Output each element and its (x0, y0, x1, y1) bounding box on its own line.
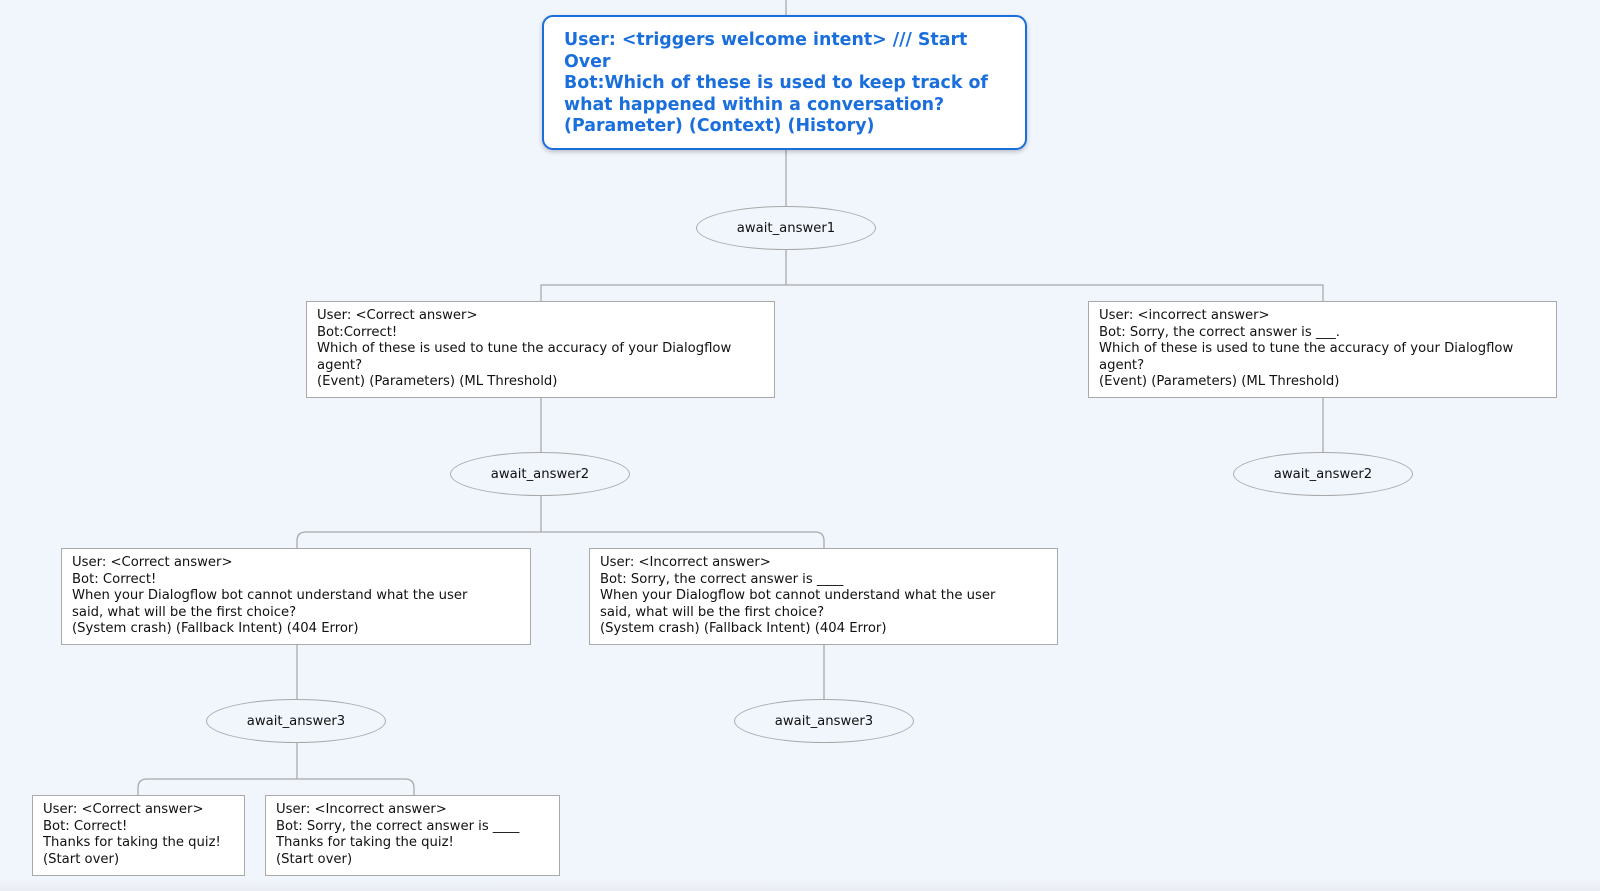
root-line: Over (564, 51, 611, 72)
context-await-answer3-left[interactable]: await_answer3 (206, 699, 386, 743)
level1-correct-node[interactable]: User: <Correct answer> Bot:Correct! Whic… (306, 301, 775, 398)
connector-context3-to-level3 (137, 743, 415, 795)
context-await-answer3-right[interactable]: await_answer3 (734, 699, 914, 743)
node-line: User: <incorrect answer> (1099, 308, 1270, 323)
node-line: (System crash) (Fallback Intent) (404 Er… (600, 621, 887, 636)
node-line: When your Dialogflow bot cannot understa… (600, 588, 996, 603)
node-line: Bot:Correct! (317, 324, 398, 340)
root-line: (Parameter) (Context) (History) (564, 116, 875, 136)
level3-incorrect-node[interactable]: User: <Incorrect answer> Bot: Sorry, the… (265, 795, 560, 876)
context-await-answer2-left[interactable]: await_answer2 (450, 452, 630, 496)
root-line: Bot:Which of these is used to keep track… (564, 73, 988, 93)
root-welcome-intent-node[interactable]: User: <triggers welcome intent> /// Star… (542, 15, 1027, 150)
node-line: Bot: Sorry, the correct answer is ___. (1099, 324, 1340, 340)
node-line: User: <Correct answer> (317, 308, 478, 323)
node-line: agent? (1099, 357, 1145, 373)
node-line: (Start over) (276, 851, 353, 867)
node-line: Bot: Sorry, the correct answer is ____ (600, 571, 844, 587)
node-line: said, what will be the first choice? (72, 604, 297, 620)
node-line: Thanks for taking the quiz! (43, 835, 221, 850)
context-await-answer1[interactable]: await_answer1 (696, 206, 876, 250)
node-line: User: <Incorrect answer> (276, 802, 447, 817)
node-line: Which of these is used to tune the accur… (1099, 341, 1514, 356)
node-line: User: <Correct answer> (43, 802, 204, 817)
level3-correct-node[interactable]: User: <Correct answer> Bot: Correct! Tha… (32, 795, 245, 876)
connector-context1-to-level1 (540, 250, 1324, 301)
root-line: User: <triggers welcome intent> /// Star… (564, 30, 968, 50)
level2-incorrect-node[interactable]: User: <Incorrect answer> Bot: Sorry, the… (589, 548, 1058, 645)
node-line: User: <Correct answer> (72, 555, 233, 570)
bottom-edge (0, 878, 1600, 891)
node-line: Bot: Correct! (43, 818, 128, 834)
connector-context2-to-level2 (296, 496, 825, 548)
root-line: what happened within a conversation? (564, 94, 945, 115)
node-line: (Start over) (43, 851, 120, 867)
node-line: said, what will be the first choice? (600, 604, 825, 620)
node-line: Bot: Correct! (72, 571, 157, 587)
node-line: Bot: Sorry, the correct answer is ____ (276, 818, 520, 834)
node-line: agent? (317, 357, 363, 373)
context-await-answer2-right[interactable]: await_answer2 (1233, 452, 1413, 496)
node-line: Which of these is used to tune the accur… (317, 341, 732, 356)
node-line: (System crash) (Fallback Intent) (404 Er… (72, 621, 359, 636)
level2-correct-node[interactable]: User: <Correct answer> Bot: Correct! Whe… (61, 548, 531, 645)
level1-incorrect-node[interactable]: User: <incorrect answer> Bot: Sorry, the… (1088, 301, 1557, 398)
node-line: Thanks for taking the quiz! (276, 835, 454, 850)
node-line: (Event) (Parameters) (ML Threshold) (1099, 374, 1340, 389)
node-line: When your Dialogflow bot cannot understa… (72, 588, 468, 603)
node-line: User: <Incorrect answer> (600, 555, 771, 570)
node-line: (Event) (Parameters) (ML Threshold) (317, 374, 558, 389)
